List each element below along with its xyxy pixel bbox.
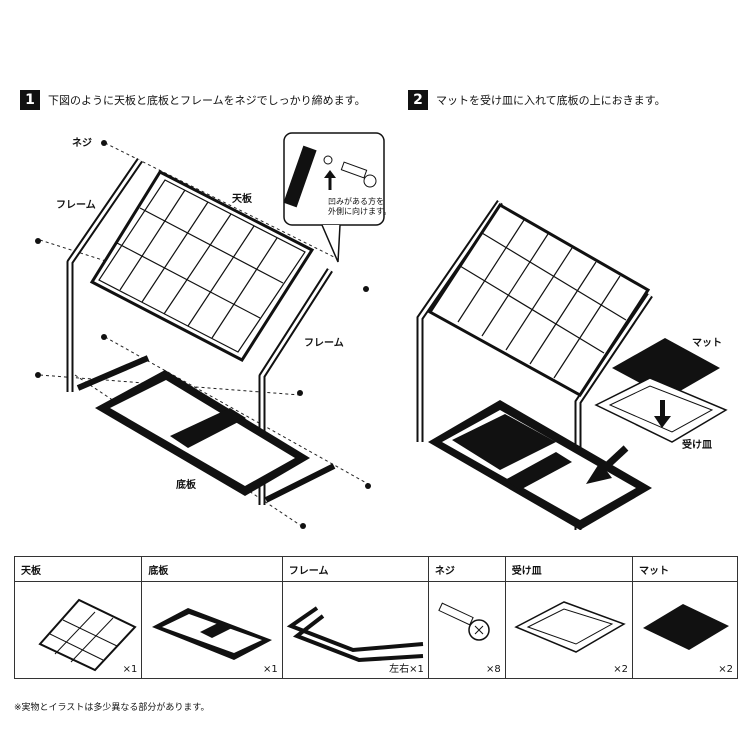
label-screw: ネジ (72, 138, 92, 149)
parts-header-bottom-board: 底板 (141, 556, 283, 582)
disclaimer-note: ※実物とイラストは多少異なる部分があります。 (14, 703, 210, 713)
parts-cell-screw: ×8 (427, 581, 506, 679)
parts-cell-top-board: ×1 (13, 581, 143, 679)
parts-cell-frame: 左右×1 (281, 581, 429, 679)
top-board (89, 170, 315, 362)
label-top-board: 天板 (232, 194, 252, 205)
callout-text-line1: 凹みがある方を (328, 197, 384, 206)
step-2-header: 2 マットを受け皿に入れて底板の上におきます。 (408, 90, 666, 110)
step-2-text: マットを受け皿に入れて底板の上におきます。 (436, 94, 666, 107)
step-2-number: 2 (408, 90, 428, 110)
callout-text-line2: 外側に向けます。 (328, 207, 392, 216)
label-tray: 受け皿 (682, 440, 712, 451)
parts-cell-mat: ×2 (632, 581, 738, 679)
assembly-diagram-step2 (416, 200, 728, 530)
label-bottom-board: 底板 (176, 480, 196, 491)
parts-table: 天板 底板 フレーム ネジ 受け皿 マット ×1 ×1 (13, 556, 738, 679)
qty-top-board: ×1 (122, 664, 138, 675)
tray-icon (513, 601, 626, 653)
step-1-header: 1 下図のように天板と底板とフレームをネジでしっかり締めます。 (20, 90, 366, 110)
qty-frame: 左右×1 (389, 664, 424, 675)
label-frame-right: フレーム (304, 338, 344, 349)
parts-header-frame: フレーム (281, 556, 429, 582)
parts-cell-bottom-board: ×1 (141, 581, 283, 679)
qty-mat: ×2 (718, 664, 733, 675)
label-mat: マット (692, 338, 722, 349)
bottom-board-icon (152, 608, 273, 660)
qty-screw: ×8 (485, 664, 501, 675)
assembly-diagram-step1 (35, 132, 385, 529)
qty-tray: ×2 (613, 664, 629, 675)
parts-cell-tray: ×2 (504, 581, 634, 679)
parts-header-mat: マット (632, 556, 738, 582)
label-frame-left: フレーム (56, 200, 96, 211)
screw-icon (438, 602, 490, 641)
mat-icon (643, 604, 730, 650)
frame-icon (286, 606, 423, 663)
top-board-icon (38, 598, 137, 672)
step-1-text: 下図のように天板と底板とフレームをネジでしっかり締めます。 (48, 94, 366, 107)
parts-header-tray: 受け皿 (504, 556, 634, 582)
qty-bottom-board: ×1 (263, 664, 278, 675)
bottom-board (95, 370, 310, 496)
step-1-number: 1 (20, 90, 40, 110)
parts-header-top-board: 天板 (13, 556, 143, 582)
parts-header-screw: ネジ (427, 556, 506, 582)
